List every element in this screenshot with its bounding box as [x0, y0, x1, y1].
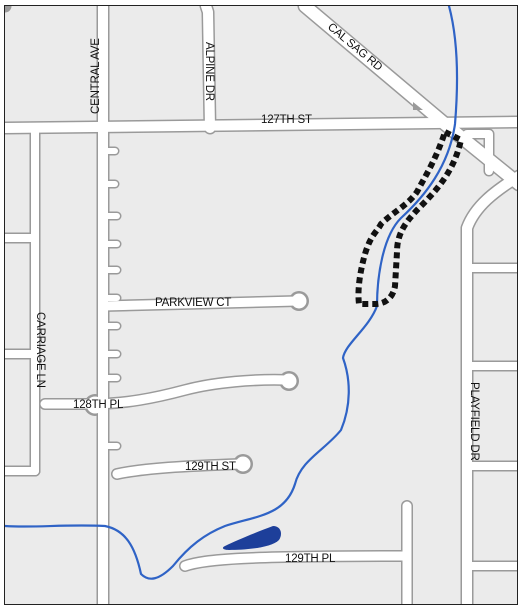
highlighted-project-area[interactable] — [355, 127, 465, 307]
label-alpine-dr: ALPINE DR — [203, 42, 215, 101]
label-129th-st: 129TH ST — [185, 461, 236, 473]
label-central-ave: CENTRAL AVE — [90, 38, 102, 114]
label-129th-pl: 129TH PL — [285, 553, 336, 565]
label-128th-pl: 128TH PL — [73, 399, 124, 411]
road-network-fill — [5, 6, 517, 604]
pond — [222, 526, 281, 550]
map-canvas[interactable]: CENTRAL AVE ALPINE DR CAL SAG RD 127TH S… — [5, 6, 518, 605]
label-cal-sag-rd: CAL SAG RD — [325, 21, 384, 73]
label-carriage-ln: CARRIAGE LN — [34, 312, 46, 388]
label-127th-st: 127TH ST — [261, 114, 312, 126]
creek — [5, 6, 459, 580]
label-parkview-ct: PARKVIEW CT — [155, 297, 231, 309]
map-frame: CENTRAL AVE ALPINE DR CAL SAG RD 127TH S… — [4, 5, 518, 605]
label-playfield-dr: PLAYFIELD DR — [468, 382, 480, 461]
